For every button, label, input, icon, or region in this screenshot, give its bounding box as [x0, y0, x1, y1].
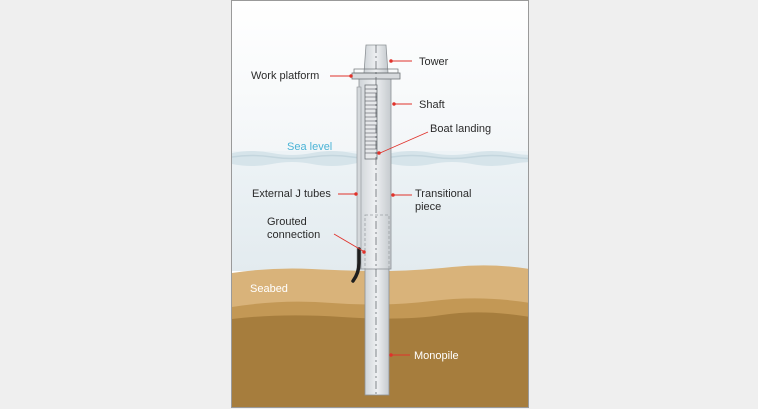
label-grouted-connection-line2: connection	[267, 229, 320, 241]
monopile-diagram: Tower Work platform Shaft Boat landing S…	[232, 1, 528, 407]
label-boat-landing: Boat landing	[430, 123, 491, 135]
label-work-platform: Work platform	[251, 70, 319, 82]
grouted-connection	[364, 214, 390, 270]
label-seabed: Seabed	[250, 283, 288, 295]
label-tower: Tower	[419, 56, 449, 68]
leader-lines	[330, 59, 429, 357]
label-monopile: Monopile	[414, 350, 459, 362]
sea-surface-highlight	[232, 154, 528, 160]
j-tube-cable	[351, 247, 361, 283]
label-sea-level: Sea level	[287, 141, 332, 153]
boat-landing	[364, 84, 378, 160]
diagram-panel: Tower Work platform Shaft Boat landing S…	[231, 0, 529, 408]
label-external-j-tubes: External J tubes	[252, 188, 331, 200]
ladder-rungs	[365, 88, 377, 154]
external-j-tube	[356, 86, 362, 270]
label-transitional-piece-line2: piece	[415, 201, 441, 213]
label-shaft: Shaft	[419, 99, 445, 111]
label-grouted-connection-line1: Grouted	[267, 216, 307, 228]
label-transitional-piece-line1: Transitional	[415, 188, 471, 200]
